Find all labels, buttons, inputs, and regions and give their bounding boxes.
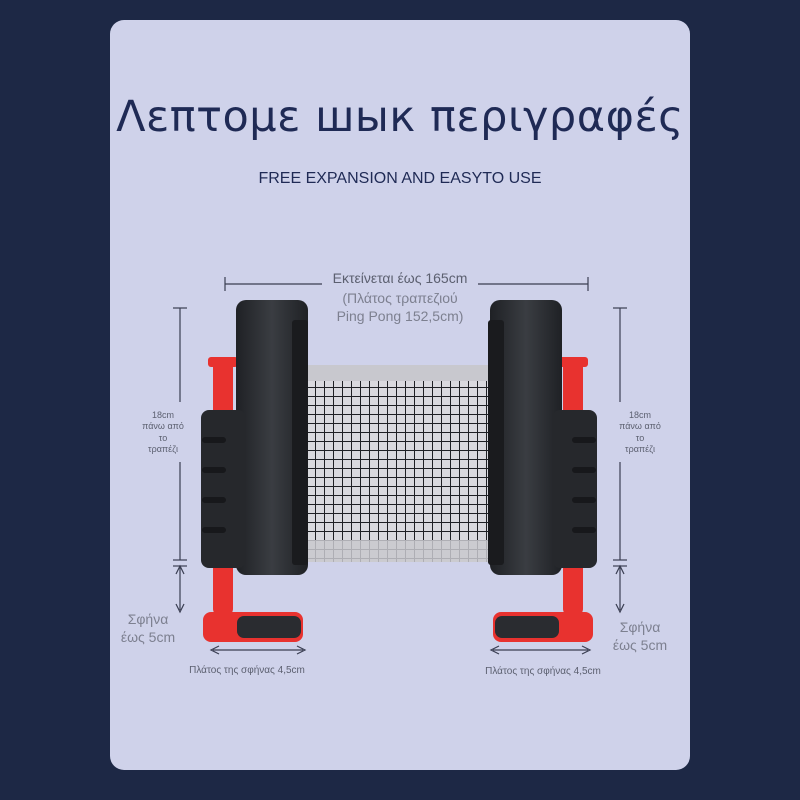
length-note: (Πλάτος τραπεζιού Ping Pong 152,5cm) bbox=[336, 290, 464, 324]
left-height-dimension bbox=[173, 307, 187, 614]
right-wedge-note: Σφήνα έως 5cm bbox=[612, 619, 668, 653]
page-title: Λεπτομε шык περιγραφές bbox=[116, 92, 684, 142]
right-clamp-width-dimension bbox=[489, 645, 592, 655]
left-height-note: 18cm πάνω από το τραπέζι bbox=[142, 410, 184, 454]
right-post bbox=[488, 300, 597, 575]
right-height-dimension bbox=[613, 307, 627, 614]
length-label: Εκτείνεται έως 165cm bbox=[332, 270, 468, 286]
net-mesh bbox=[308, 365, 488, 562]
left-wedge-note: Σφήνα έως 5cm bbox=[120, 611, 176, 645]
left-post bbox=[201, 300, 308, 575]
right-height-note: 18cm πάνω από το τραπέζι bbox=[619, 410, 661, 454]
right-clamp-width-label: Πλάτος της σφήνας 4,5cm bbox=[485, 666, 601, 677]
length-dimension-line bbox=[224, 277, 589, 291]
left-clamp-width-dimension bbox=[209, 645, 307, 655]
page-subtitle: FREE EXPANSION AND EASYTO USE bbox=[258, 170, 542, 187]
left-clamp-width-label: Πλάτος της σφήνας 4,5cm bbox=[189, 665, 305, 676]
